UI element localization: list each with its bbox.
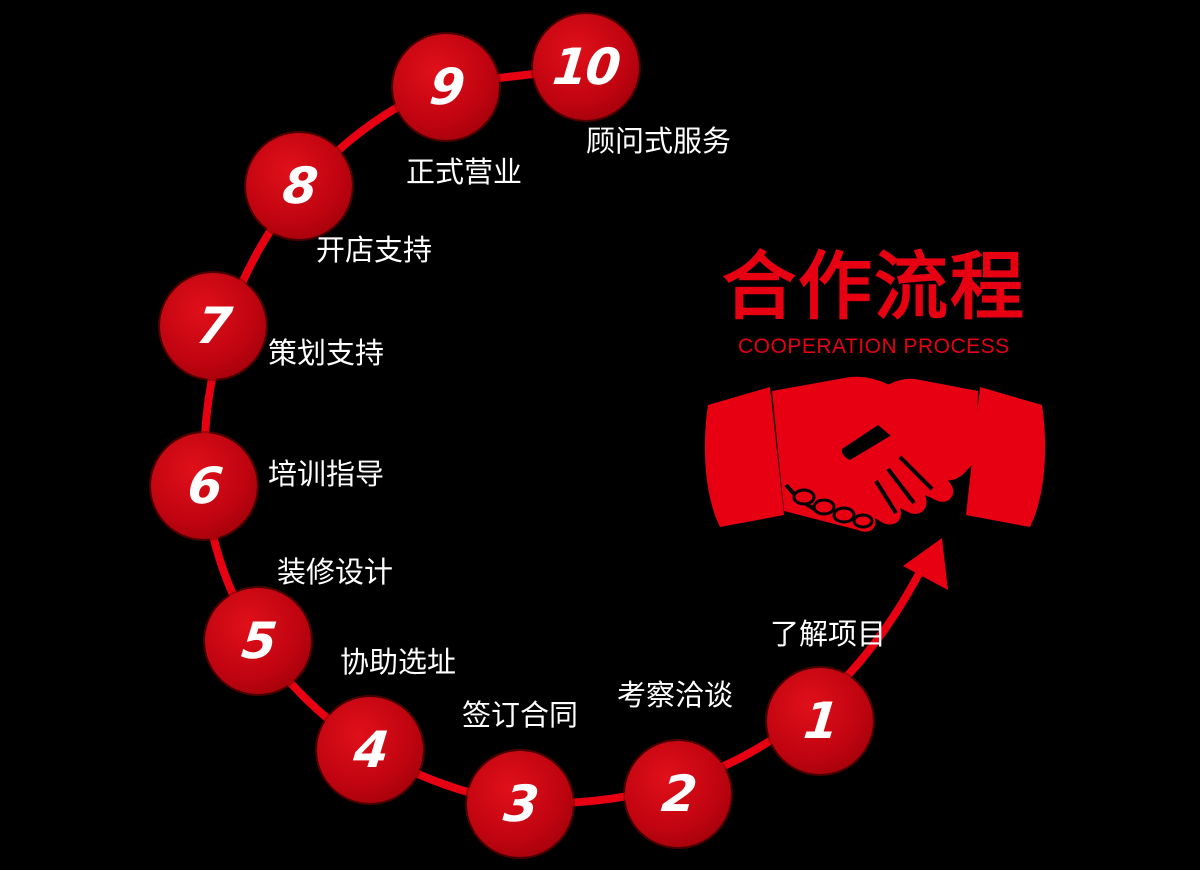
step-6-circle: 6	[151, 433, 257, 539]
step-3-circle: 3	[467, 751, 573, 857]
diagram-subtitle: COOPERATION PROCESS	[738, 335, 1010, 358]
step-9-circle: 9	[393, 34, 499, 140]
step-10-circle: 10	[533, 14, 639, 120]
step-10-number: 10	[550, 38, 622, 96]
step-7-label: 策划支持	[268, 336, 385, 370]
step-4-number: 4	[350, 721, 390, 779]
arrow-head-icon	[903, 538, 948, 590]
step-6-label: 培训指导	[268, 457, 385, 491]
handshake-icon	[704, 376, 1046, 532]
step-5-number: 5	[238, 612, 278, 670]
step-4-circle: 4	[317, 697, 423, 803]
step-2-circle: 2	[625, 741, 731, 847]
diagram-title: 合作流程	[722, 244, 1026, 330]
step-7-number: 7	[193, 297, 233, 355]
step-3-label: 签订合同	[462, 698, 579, 732]
step-6-number: 6	[184, 457, 224, 515]
step-10-label: 顾问式服务	[586, 124, 732, 158]
step-1-label: 了解项目	[770, 617, 887, 651]
step-3-number: 3	[500, 775, 540, 833]
step-5-label: 装修设计	[277, 555, 394, 589]
step-8-circle: 8	[246, 133, 352, 239]
step-2-number: 2	[658, 765, 698, 823]
step-5-circle: 5	[205, 588, 311, 694]
step-4-label: 协助选址	[340, 645, 457, 679]
step-9-label: 正式营业	[406, 155, 523, 189]
step-8-number: 8	[279, 157, 319, 215]
step-2-label: 考察洽谈	[617, 678, 734, 712]
step-9-number: 9	[426, 58, 466, 116]
step-1-circle: 1	[767, 668, 873, 774]
step-7-circle: 7	[160, 273, 266, 379]
step-1-number: 1	[800, 692, 840, 750]
step-8-label: 开店支持	[316, 233, 433, 267]
